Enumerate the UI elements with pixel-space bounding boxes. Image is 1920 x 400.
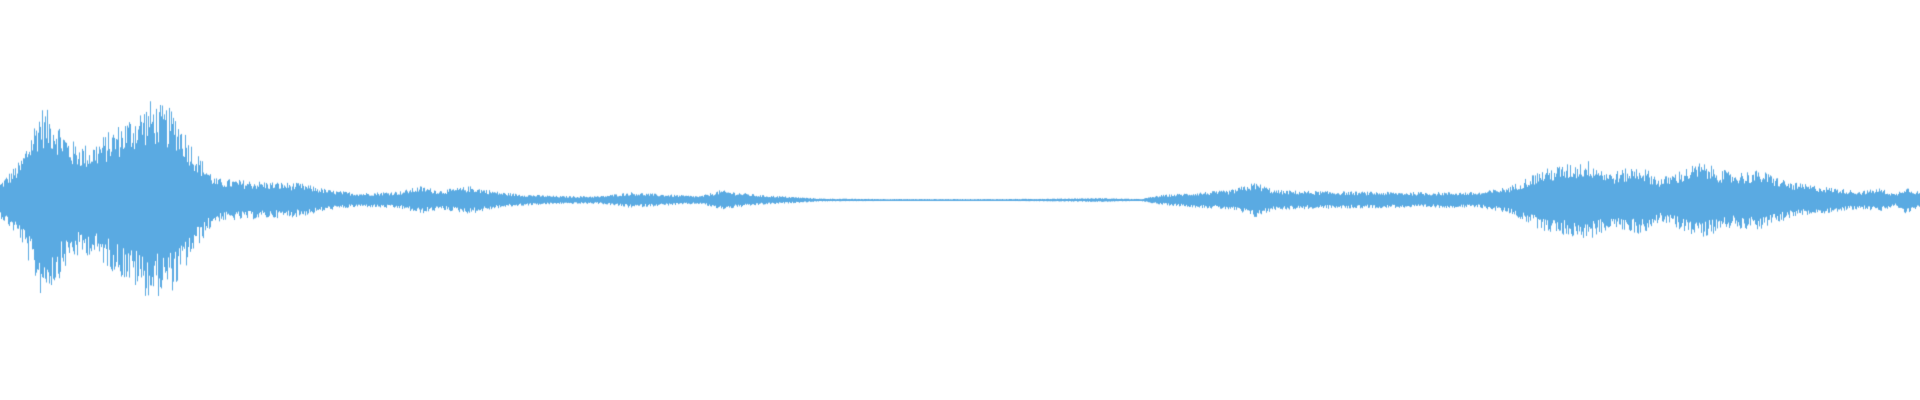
audio-waveform [0,0,1920,400]
